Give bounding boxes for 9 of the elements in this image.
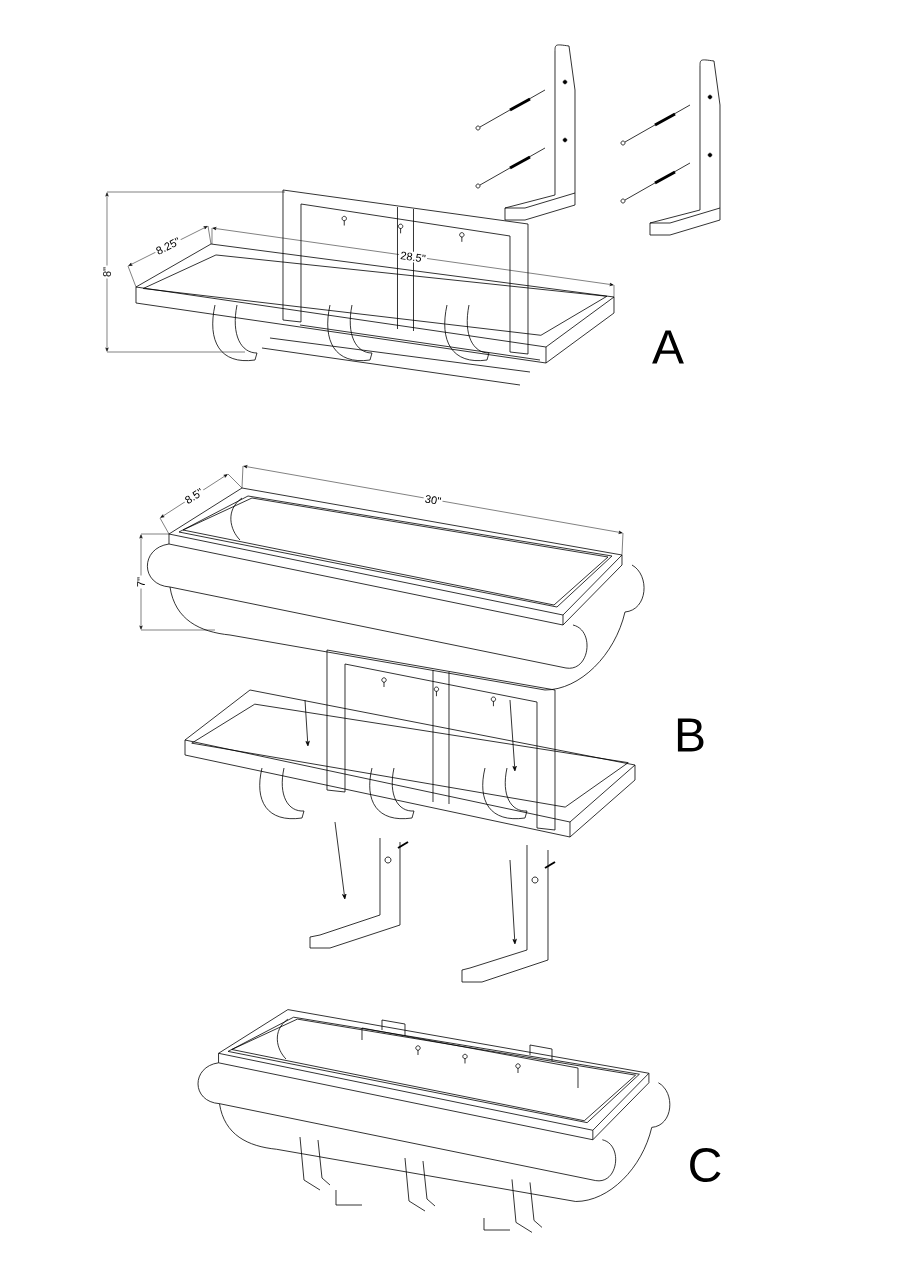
dimension-label: 8.5": [181, 485, 207, 507]
panel-letter: B: [677, 718, 704, 752]
panel-letter: A: [652, 330, 684, 364]
dimension-label: 7": [135, 575, 147, 589]
panel-letter: C: [690, 1148, 721, 1182]
dimension-label: 8": [101, 265, 113, 279]
dimension-label: 30": [422, 493, 444, 507]
dimension-label: 28.5": [398, 249, 428, 265]
dimension-label: 8.25": [152, 234, 184, 258]
